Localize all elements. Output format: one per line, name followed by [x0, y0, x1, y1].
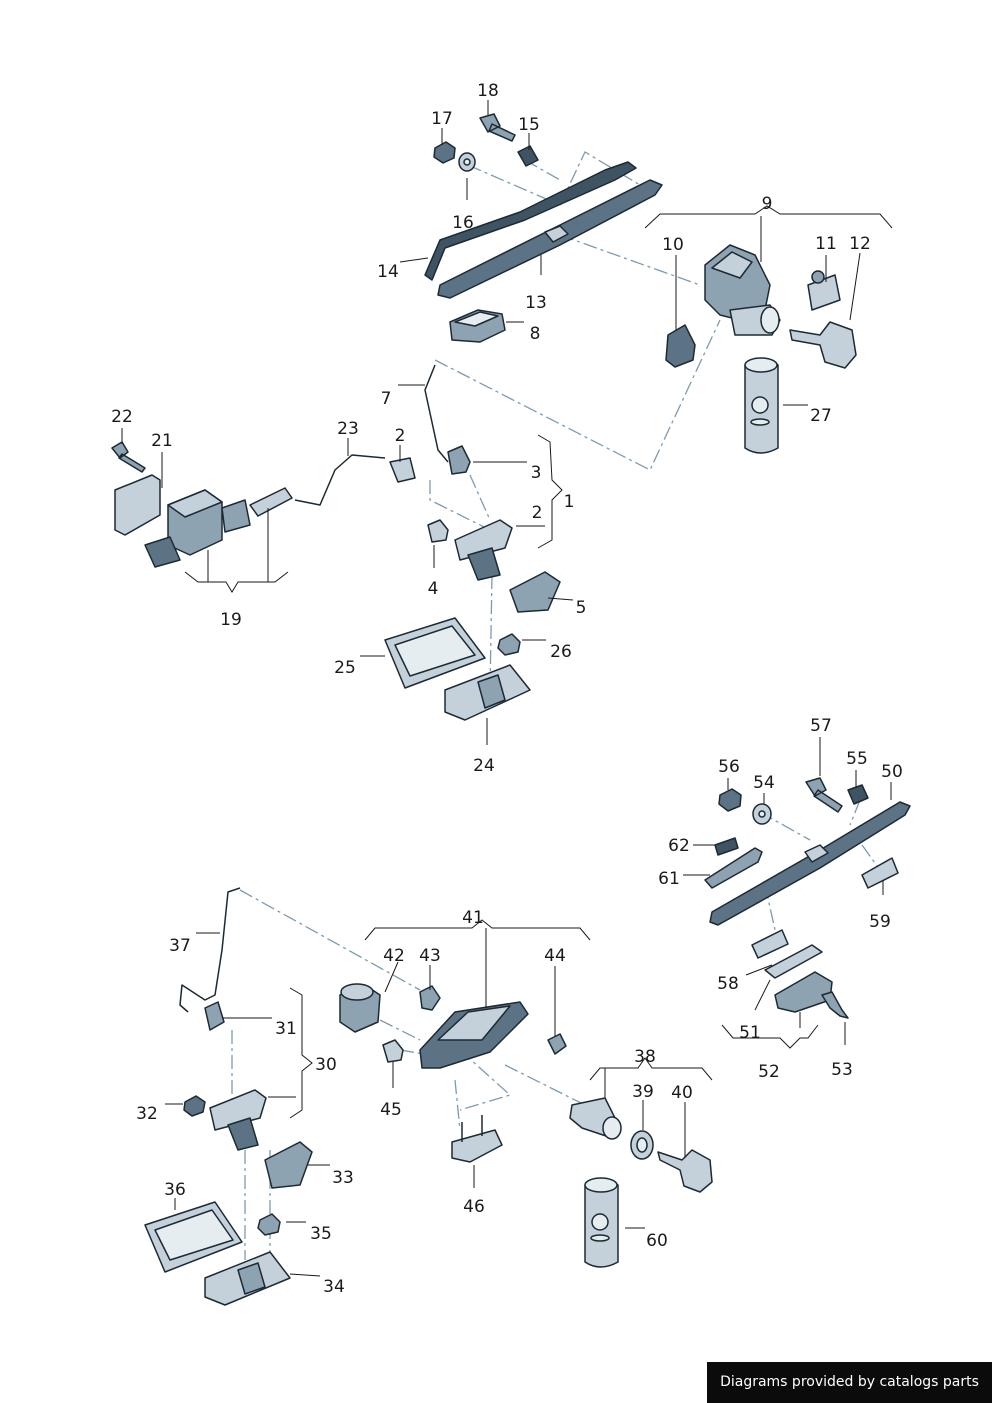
handle-strip-50 — [709, 801, 911, 926]
nut-56 — [718, 788, 742, 812]
clip-31 — [204, 1001, 225, 1031]
callout-25: 25 — [334, 658, 356, 678]
clip-55 — [847, 784, 869, 805]
callout-8: 8 — [530, 324, 541, 344]
clip-15 — [517, 145, 539, 167]
cap-10 — [665, 324, 696, 368]
striker-plate-2 — [454, 519, 513, 561]
callout-34: 34 — [323, 1277, 345, 1297]
bracket-33 — [264, 1141, 313, 1189]
rubber-seal-14 — [424, 161, 637, 281]
callout-62: 62 — [668, 836, 690, 856]
callout-10: 10 — [662, 235, 684, 255]
callout-44: 44 — [544, 946, 566, 966]
callout-2: 2 — [395, 426, 406, 446]
callout-54: 54 — [753, 773, 775, 793]
bush-4 — [427, 519, 449, 543]
callout-21: 21 — [151, 431, 173, 451]
callout-23: 23 — [337, 419, 359, 439]
bracket-21 — [114, 474, 161, 536]
callout-22: 22 — [111, 407, 133, 427]
callout-56: 56 — [718, 757, 740, 777]
callout-5: 5 — [576, 598, 587, 618]
callout-31: 31 — [275, 1019, 297, 1039]
callout-3: 3 — [531, 463, 542, 483]
key-40 — [657, 1149, 713, 1193]
nut-35 — [257, 1213, 281, 1236]
callouts: 1 2 2 3 4 5 7 8 9 10 11 12 13 14 15 16 1… — [111, 81, 903, 1297]
frame-51 — [764, 944, 823, 979]
nut-32 — [183, 1095, 206, 1117]
switch-52 — [774, 971, 833, 1013]
bush-45 — [382, 1039, 404, 1063]
callout-12: 12 — [849, 234, 871, 254]
striker-30 — [209, 1089, 267, 1131]
callout-51: 51 — [739, 1023, 761, 1043]
alignment-lines — [231, 151, 881, 1260]
callout-17: 17 — [431, 109, 453, 129]
callout-32: 32 — [136, 1104, 158, 1124]
plate-59 — [861, 857, 899, 889]
callout-60: 60 — [646, 1231, 668, 1251]
callout-59: 59 — [869, 912, 891, 932]
callout-4: 4 — [428, 579, 439, 599]
key-12 — [789, 321, 857, 369]
callout-37: 37 — [169, 936, 191, 956]
callout-30: 30 — [315, 1055, 337, 1075]
callout-38: 38 — [634, 1047, 656, 1067]
callout-41: 41 — [462, 908, 484, 928]
callout-16: 16 — [452, 213, 474, 233]
screw-22 — [111, 441, 146, 473]
callout-45: 45 — [380, 1100, 402, 1120]
callout-50: 50 — [881, 762, 903, 782]
callout-55: 55 — [846, 749, 868, 769]
rod-7 — [424, 364, 449, 463]
callout-61: 61 — [658, 869, 680, 889]
end-2 — [389, 457, 416, 483]
callout-53: 53 — [831, 1060, 853, 1080]
bolt-57 — [805, 777, 843, 813]
clip-44 — [547, 1033, 567, 1055]
rod-37 — [179, 887, 241, 1013]
callout-39: 39 — [632, 1082, 654, 1102]
callout-24: 24 — [473, 756, 495, 776]
callout-1: 1 — [564, 492, 575, 512]
callout-15: 15 — [518, 115, 540, 135]
callout-42: 42 — [383, 946, 405, 966]
callout-18: 18 — [477, 81, 499, 101]
bracket-61 — [704, 847, 763, 889]
callout-40: 40 — [671, 1083, 693, 1103]
callout-46: 46 — [463, 1197, 485, 1217]
credit-banner: Diagrams provided by catalogs parts — [707, 1362, 992, 1403]
callout-2: 2 — [532, 503, 543, 523]
cable-23 — [294, 454, 386, 506]
plate-58 — [751, 929, 789, 959]
callout-57: 57 — [810, 716, 832, 736]
nut-17 — [433, 141, 456, 164]
callout-13: 13 — [525, 293, 547, 313]
bracket-5 — [509, 571, 561, 613]
plate-62 — [714, 837, 739, 856]
callout-35: 35 — [310, 1224, 332, 1244]
callout-26: 26 — [550, 642, 572, 662]
callout-14: 14 — [377, 262, 399, 282]
callout-58: 58 — [717, 974, 739, 994]
bracket-46 — [451, 1129, 503, 1163]
screw-53 — [821, 991, 849, 1019]
callout-27: 27 — [810, 406, 832, 426]
callout-7: 7 — [381, 389, 392, 409]
callout-19: 19 — [220, 610, 242, 630]
clip-3 — [447, 445, 471, 475]
callout-43: 43 — [419, 946, 441, 966]
nut-26 — [497, 633, 521, 656]
parts — [111, 113, 911, 1306]
callout-9: 9 — [762, 194, 773, 214]
callout-11: 11 — [815, 234, 837, 254]
callout-52: 52 — [758, 1062, 780, 1082]
callout-36: 36 — [164, 1180, 186, 1200]
leader-lines — [121, 100, 893, 1277]
callout-33: 33 — [332, 1168, 354, 1188]
bolt-18 — [479, 113, 516, 142]
